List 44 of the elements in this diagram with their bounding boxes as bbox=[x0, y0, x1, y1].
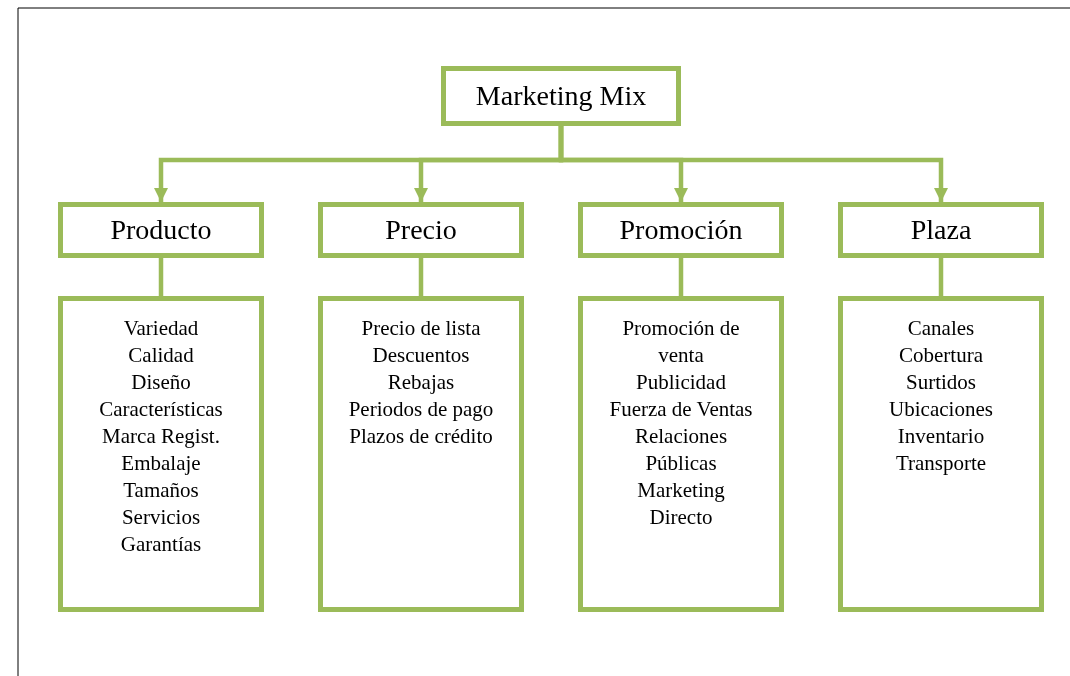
list-item: Embalaje bbox=[120, 450, 202, 477]
list-item: Precio de lista bbox=[360, 315, 482, 342]
list-item: Ubicaciones bbox=[888, 396, 994, 423]
list-item: Relaciones Públicas bbox=[633, 423, 729, 477]
connector-line bbox=[678, 258, 684, 296]
list-item: Garantías bbox=[119, 531, 203, 558]
category-title: Marketing Mix bbox=[475, 80, 647, 112]
category-box bbox=[318, 202, 524, 258]
list-item: Marketing Directo bbox=[636, 477, 726, 531]
list-item: Descuentos bbox=[371, 342, 471, 369]
list-item: Surtidos bbox=[905, 369, 977, 396]
connector-line bbox=[418, 258, 424, 296]
root-box bbox=[441, 66, 681, 126]
list-item: Diseño bbox=[130, 369, 192, 396]
category-title: Promoción bbox=[619, 214, 743, 246]
list-box bbox=[318, 296, 524, 612]
arrow bbox=[558, 126, 949, 202]
list-box bbox=[838, 296, 1044, 612]
category-title: Producto bbox=[110, 214, 212, 246]
list-box bbox=[578, 296, 784, 612]
list-item: Inventario bbox=[896, 423, 986, 450]
list-item: Periodos de pago bbox=[347, 396, 495, 423]
category-box bbox=[838, 202, 1044, 258]
list-item: Publicidad bbox=[635, 369, 727, 396]
list-item: Servicios bbox=[120, 504, 202, 531]
list-item: Marca Regist. bbox=[101, 423, 221, 450]
category-title: Precio bbox=[385, 214, 457, 246]
list-item: Cobertura bbox=[898, 342, 984, 369]
list-item: Promoción de venta bbox=[621, 315, 741, 369]
connector-line bbox=[158, 258, 164, 296]
category-title: Plaza bbox=[910, 214, 972, 246]
list-box bbox=[58, 296, 264, 612]
connector-line bbox=[938, 258, 944, 296]
category-box bbox=[58, 202, 264, 258]
list-item: Tamaños bbox=[122, 477, 200, 504]
list-item: Transporte bbox=[894, 450, 988, 477]
list-item: Variedad bbox=[122, 315, 200, 342]
list-item: Características bbox=[98, 396, 224, 423]
list-item: Canales bbox=[906, 315, 976, 342]
list-item: Plazos de crédito bbox=[348, 423, 494, 450]
list-item: Calidad bbox=[127, 342, 195, 369]
list-item: Fuerza de Ventas bbox=[608, 396, 754, 423]
category-box bbox=[578, 202, 784, 258]
list-item: Rebajas bbox=[386, 369, 456, 396]
